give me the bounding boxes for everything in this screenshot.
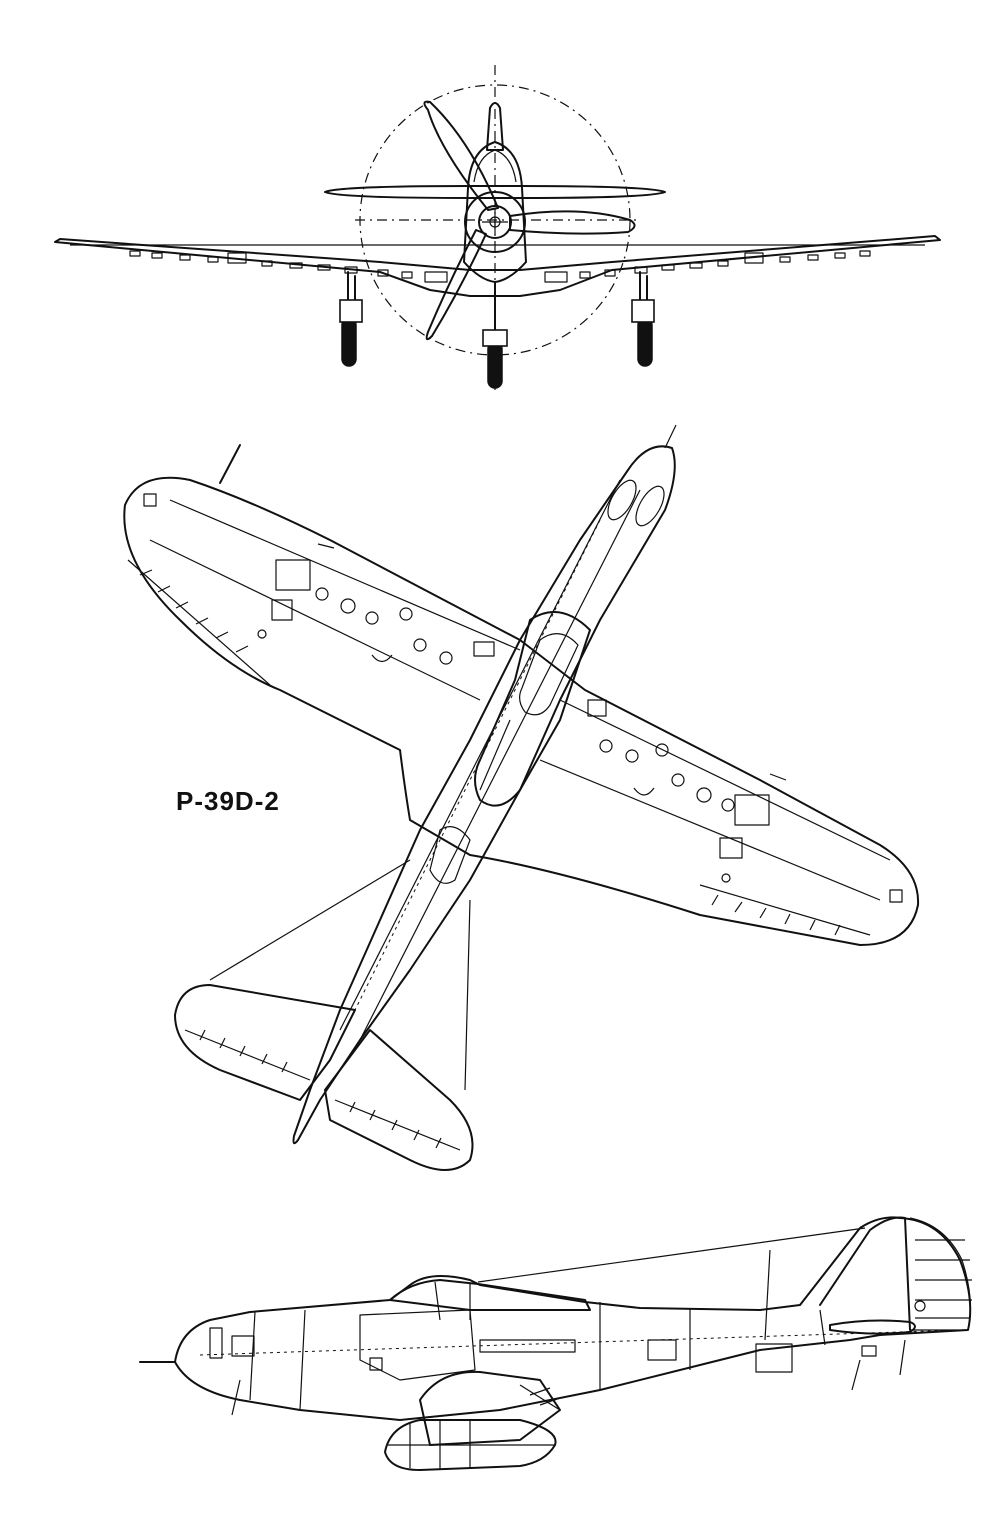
front-tailplane — [324, 185, 666, 199]
plan-spinner-tip — [664, 424, 677, 449]
side-fuselage — [174, 1216, 972, 1421]
plan-wing — [123, 476, 920, 946]
side-wing-root — [419, 1370, 561, 1446]
front-wing-panels-left — [129, 250, 448, 283]
front-view — [54, 65, 941, 390]
front-wing-panels-right — [544, 250, 871, 283]
plan-tail-left — [174, 984, 356, 1101]
front-fuselage — [463, 141, 527, 283]
front-nose-wheel — [487, 341, 503, 389]
front-cowl-ring — [464, 191, 526, 253]
model-label: P-39D-2 — [176, 786, 280, 816]
plan-panel-right-1 — [734, 794, 770, 826]
front-wing — [54, 235, 941, 297]
front-propeller-blade-1 — [423, 100, 499, 211]
plan-tail-right — [324, 1029, 474, 1171]
front-fin — [486, 102, 504, 151]
side-view — [139, 1216, 972, 1471]
plan-fuselage — [292, 445, 676, 1145]
side-tailplane — [829, 1319, 916, 1335]
front-left-wheel — [341, 317, 357, 367]
front-propeller-blade-2 — [509, 210, 636, 235]
side-canopy — [389, 1279, 591, 1311]
plan-canopy — [474, 611, 591, 807]
front-propeller-blade-3 — [425, 229, 487, 341]
side-fin — [819, 1216, 911, 1331]
front-right-wheel — [637, 317, 653, 367]
plan-panel-left-1 — [275, 559, 311, 591]
plan-view — [123, 424, 920, 1171]
side-exhaust-stacks — [479, 1339, 576, 1353]
